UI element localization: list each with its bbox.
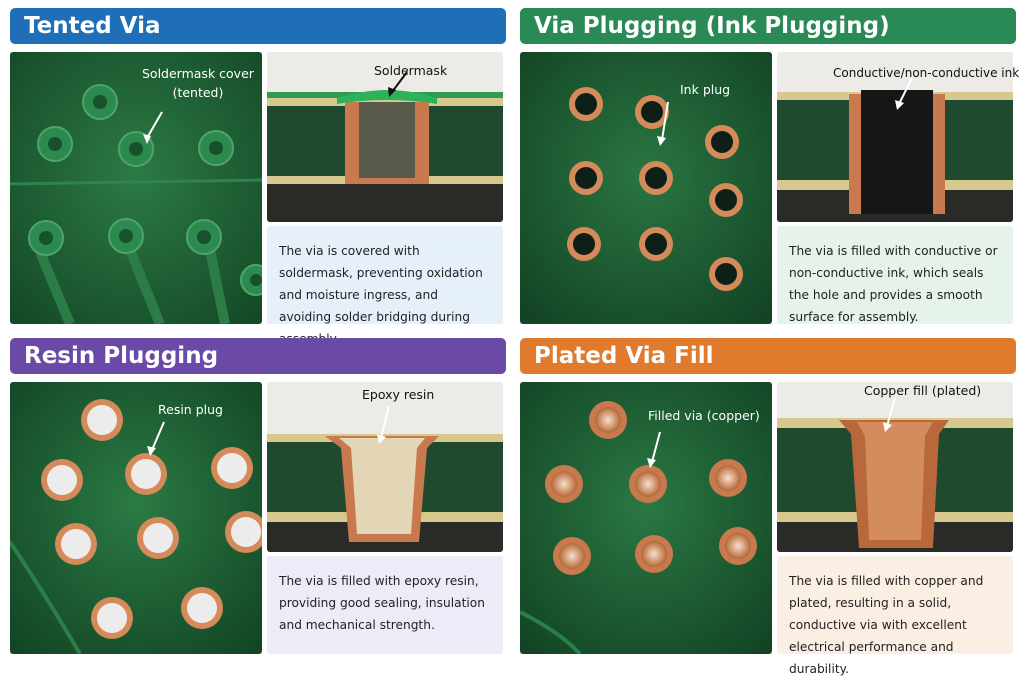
ink-fill [861, 90, 933, 214]
ink-plugged-via [635, 95, 669, 129]
copper-filled-via [589, 401, 627, 439]
panel-title: Tented Via [10, 8, 506, 44]
description: The via is filled with copper and plated… [777, 556, 1013, 676]
copper-filled-via [709, 459, 747, 497]
resin-plugged-via [55, 523, 97, 565]
panel-title: Via Plugging (Ink Plugging) [520, 8, 1016, 44]
resin-plugged-via [41, 459, 83, 501]
photo-callout: Filled via (copper) [648, 408, 760, 423]
section-arrow [898, 77, 913, 105]
ink-plugged-via [639, 161, 673, 195]
tented-via [82, 84, 118, 120]
resin-plugged-via [137, 517, 179, 559]
board-photo [520, 382, 772, 654]
panel-title: Plated Via Fill [520, 338, 1016, 374]
copper-filled-via [545, 465, 583, 503]
section-arrow [886, 397, 896, 427]
ink-plugged-via [705, 125, 739, 159]
board-photo [520, 52, 772, 324]
panel-ink-plugging: Via Plugging (Ink Plugging) Ink plug [520, 8, 1020, 328]
resin-fill [339, 438, 425, 534]
section-label: Epoxy resin [362, 387, 435, 402]
tented-via [186, 219, 222, 255]
resin-plugged-via [91, 597, 133, 639]
ink-plugged-via [569, 87, 603, 121]
section-label: Copper fill (plated) [864, 383, 982, 398]
tented-via [240, 264, 262, 296]
cross-section-image [777, 52, 1013, 222]
panel-resin-plugging: Resin Plugging Resin plug [10, 338, 506, 658]
cross-section-image [267, 52, 503, 222]
tented-via [198, 130, 234, 166]
tented-via [37, 126, 73, 162]
callout-arrow [146, 111, 163, 139]
section-arrow [380, 405, 390, 439]
copper-filled-via [635, 535, 673, 573]
section-arrow [391, 71, 408, 93]
resin-plugged-via [211, 447, 253, 489]
resin-plugged-via [125, 453, 167, 495]
ink-plugged-via [567, 227, 601, 261]
tented-via [118, 131, 154, 167]
photo-callout: Soldermask cover (tented) [142, 66, 254, 100]
resin-plugged-via [181, 587, 223, 629]
board-photo [10, 382, 262, 654]
photo-callout: Ink plug [680, 82, 731, 97]
resin-plugged-via [225, 511, 262, 553]
copper-filled-via [553, 537, 591, 575]
board-photo [10, 52, 262, 324]
cross-section-image [777, 382, 1013, 552]
callout-arrow [151, 421, 165, 451]
ink-plugged-via [639, 227, 673, 261]
panel-plated-via-fill: Plated Via Fill Filled via (coppe [520, 338, 1016, 676]
section-label: Soldermask [374, 63, 448, 78]
cross-section-image [267, 382, 503, 552]
description: The via is filled with conductive or non… [777, 226, 1013, 324]
copper-filled-via [629, 465, 667, 503]
callout-arrow [661, 101, 669, 141]
panel-tented-via: Tented Via [10, 8, 506, 346]
soldermask-tent [337, 90, 437, 104]
description: The via is filled with epoxy resin, prov… [267, 556, 503, 654]
ink-plugged-via [569, 161, 603, 195]
callout-arrow [651, 431, 661, 463]
section-label: Conductive/non-conductive ink [833, 66, 1020, 80]
photo-callout: Resin plug [158, 402, 223, 417]
copper-fill [857, 422, 933, 540]
ink-plugged-via [709, 183, 743, 217]
resin-plugged-via [81, 399, 123, 441]
description: The via is covered with soldermask, prev… [267, 226, 503, 346]
copper-filled-via [719, 527, 757, 565]
tented-via [28, 220, 64, 256]
tented-via [108, 218, 144, 254]
ink-plugged-via [709, 257, 743, 291]
panel-title: Resin Plugging [10, 338, 506, 374]
